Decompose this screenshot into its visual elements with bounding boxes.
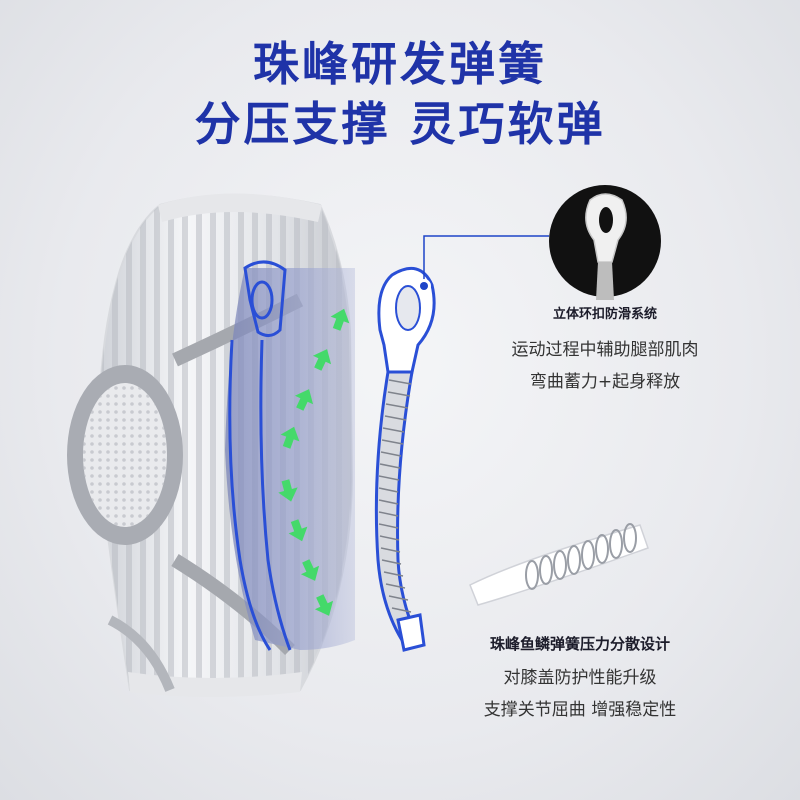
green-arrow-icon xyxy=(280,426,300,449)
green-arrow-icon xyxy=(312,349,332,371)
feature-bottom-title: 珠峰鱼鳞弹簧压力分散设计 xyxy=(489,635,670,653)
green-arrow-icon xyxy=(294,389,314,411)
feature-top-line-1: 运动过程中辅助腿部肌肉 xyxy=(511,340,699,360)
feature-top-line-2: 弯曲蓄力+起身释放 xyxy=(529,372,681,392)
pointer-dot-icon xyxy=(420,282,428,290)
spring-coil-icon xyxy=(374,266,436,652)
pointer-line xyxy=(423,235,549,286)
embedded-spring-outline xyxy=(228,260,292,651)
green-arrows xyxy=(278,308,350,616)
feature-bottom-line-2: 支撑关节屈曲 增强稳定性 xyxy=(483,700,677,720)
green-arrow-icon xyxy=(314,594,334,616)
loose-spring xyxy=(469,523,649,606)
green-arrow-icon xyxy=(330,308,350,331)
feature-bottom-line-1: 对膝盖防护性能升级 xyxy=(503,668,657,688)
spring-loop-icon xyxy=(549,185,661,300)
green-arrow-icon xyxy=(288,519,308,542)
green-arrow-icon xyxy=(278,479,298,502)
feature-top-title: 立体环扣防滑系统 xyxy=(552,307,657,322)
green-arrow-icon xyxy=(300,559,320,581)
headline-line-1: 珠峰研发弹簧 xyxy=(253,37,547,91)
headline-line-2: 分压支撑 灵巧软弹 xyxy=(194,97,606,151)
